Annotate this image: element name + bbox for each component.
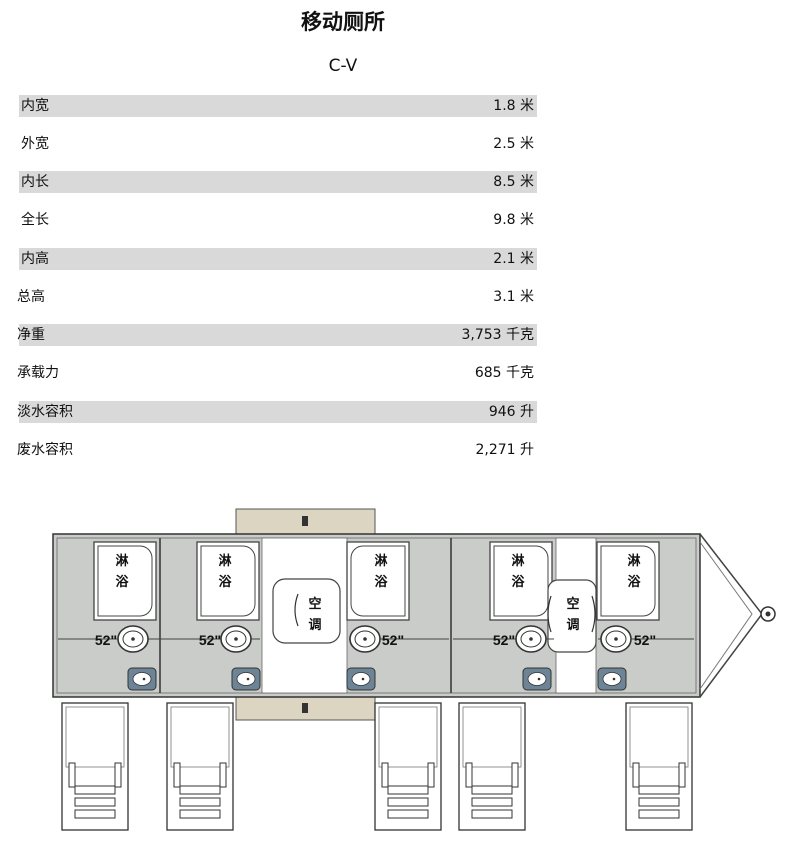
spec-row-load-capacity: 承载力 685 千克 xyxy=(17,362,537,384)
spec-row-waste-water: 废水容积 2,271 升 xyxy=(17,439,537,461)
ac-bracket xyxy=(294,593,299,627)
spec-value: 3.1 米 xyxy=(493,289,534,305)
dimension-label: 52" xyxy=(199,632,221,648)
steps-5 xyxy=(625,702,693,831)
spec-label: 总高 xyxy=(17,289,45,305)
spec-row-inner-width: 内宽 1.8 米 xyxy=(19,95,537,117)
spec-row-overall-length: 全长 9.8 米 xyxy=(19,209,537,231)
sink-4 xyxy=(522,667,552,691)
shower-label: 淋 xyxy=(627,553,640,569)
spec-row-outer-width: 外宽 2.5 米 xyxy=(19,133,537,155)
spec-row-fresh-water: 淡水容积 946 升 xyxy=(17,401,537,423)
shower-1 xyxy=(93,541,157,621)
ac-label: 调 xyxy=(566,618,579,633)
spec-label: 内宽 xyxy=(21,98,49,114)
spec-value: 2.1 米 xyxy=(493,251,534,267)
toilet-3 xyxy=(349,625,381,653)
spec-label: 全长 xyxy=(21,212,49,228)
spec-label: 内长 xyxy=(21,174,49,190)
shower-2 xyxy=(196,541,260,621)
sink-1 xyxy=(127,667,157,691)
spec-label: 外宽 xyxy=(21,136,49,152)
steps-1 xyxy=(61,702,129,831)
ac-label: 空 xyxy=(566,596,579,612)
dimension-label: 52" xyxy=(634,632,656,648)
ac-label: 调 xyxy=(308,618,321,633)
toilet-2 xyxy=(220,625,252,653)
shower-3 xyxy=(346,541,410,621)
shower-label: 淋 xyxy=(511,553,524,569)
hitch-coupler-center xyxy=(765,611,771,617)
steps-2 xyxy=(166,702,234,831)
shower-label: 浴 xyxy=(218,574,232,590)
dimension-label: 52" xyxy=(382,632,404,648)
shower-label: 淋 xyxy=(374,553,387,569)
spec-row-net-weight: 净重 3,753 千克 xyxy=(17,324,537,346)
ac-bracket xyxy=(547,595,552,633)
shower-label: 淋 xyxy=(218,553,231,569)
spec-value: 2.5 米 xyxy=(493,136,534,152)
ac-label: 空 xyxy=(308,596,321,612)
spec-value: 9.8 米 xyxy=(493,212,534,228)
spec-label: 净重 xyxy=(17,327,45,343)
sink-3 xyxy=(346,667,376,691)
trailer-inner-border xyxy=(56,537,697,694)
hitch-frame xyxy=(699,533,763,698)
spec-value: 2,271 升 xyxy=(475,442,534,458)
dimension-label: 52" xyxy=(95,632,117,648)
shower-label: 淋 xyxy=(115,553,128,569)
spec-label: 淡水容积 xyxy=(17,404,73,420)
shower-label: 浴 xyxy=(511,574,525,590)
model-name: C-V xyxy=(328,56,358,76)
floor-plan: 淋 浴 淋 浴 淋 浴 淋 浴 淋 浴 空 调 空 调 xyxy=(52,508,776,831)
spec-row-overall-height: 总高 3.1 米 xyxy=(17,286,537,308)
shower-label: 浴 xyxy=(115,574,129,590)
spec-row-inner-length: 内长 8.5 米 xyxy=(19,171,537,193)
spec-row-inner-height: 内高 2.1 米 xyxy=(19,248,537,270)
ac-bracket xyxy=(591,595,596,633)
steps-4 xyxy=(458,702,526,831)
spec-label: 废水容积 xyxy=(17,442,73,458)
sink-5 xyxy=(597,667,627,691)
steps-3 xyxy=(374,702,442,831)
shower-label: 浴 xyxy=(374,574,388,590)
hitch-frame-inner xyxy=(699,541,753,690)
shower-label: 浴 xyxy=(627,574,641,590)
spec-value: 1.8 米 xyxy=(493,98,534,114)
top-platform-fitting xyxy=(302,516,308,526)
page-title: 移动厕所 xyxy=(301,10,385,34)
spec-value: 3,753 千克 xyxy=(461,327,534,343)
toilet-5 xyxy=(600,625,632,653)
bottom-platform-fitting xyxy=(302,703,308,713)
spec-label: 承载力 xyxy=(17,365,59,381)
spec-label: 内高 xyxy=(21,251,49,267)
shower-4 xyxy=(489,541,553,621)
sink-2 xyxy=(231,667,261,691)
ac-unit-1 xyxy=(272,578,341,644)
toilet-4 xyxy=(515,625,547,653)
shower-5 xyxy=(596,541,660,621)
toilet-1 xyxy=(117,625,149,653)
spec-value: 946 升 xyxy=(488,404,534,420)
spec-value: 685 千克 xyxy=(474,365,534,381)
ac-unit-2 xyxy=(547,579,597,653)
dimension-label: 52" xyxy=(493,632,515,648)
spec-value: 8.5 米 xyxy=(493,174,534,190)
